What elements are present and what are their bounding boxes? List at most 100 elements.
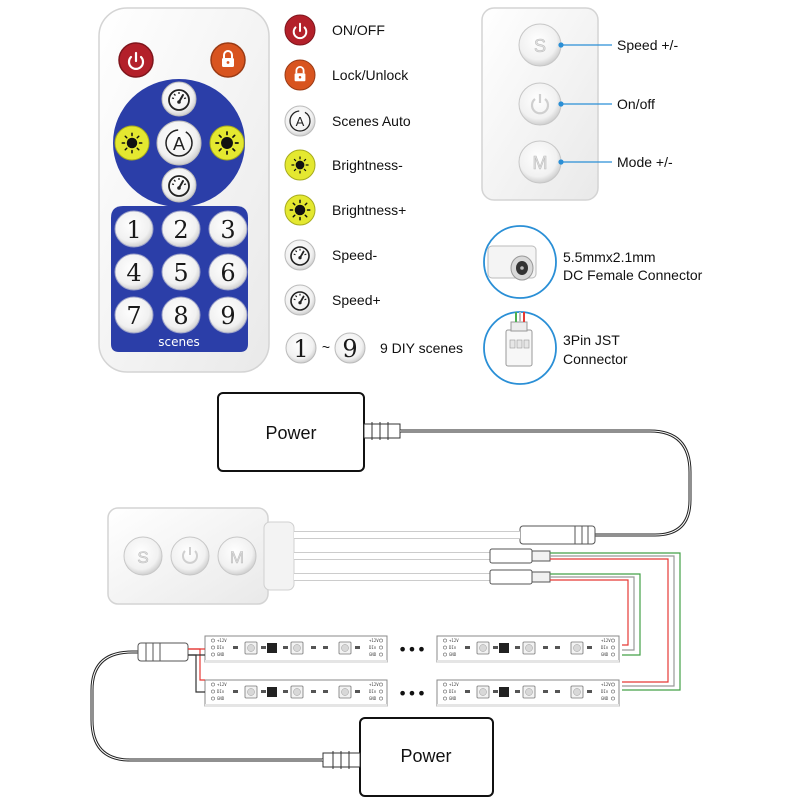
number-key-5[interactable]: 5 — [161, 253, 201, 291]
legend-item-brightness-down: Brightness- — [284, 149, 403, 181]
legend-item-scenes-auto: A Scenes Auto — [284, 105, 411, 137]
unit-mode-button[interactable]: M — [217, 536, 257, 576]
remote-brightness-up-button[interactable] — [209, 125, 245, 161]
svg-text:9: 9 — [220, 302, 235, 330]
unit-speed-button[interactable]: S — [123, 536, 163, 576]
keypad-caption: scenes — [158, 335, 199, 349]
legend-label: Lock/Unlock — [332, 67, 409, 83]
svg-text:DIn: DIn — [369, 645, 377, 650]
remote-speed-down-button[interactable] — [161, 81, 197, 117]
svg-text:1: 1 — [126, 216, 141, 244]
ic-chip — [267, 687, 277, 697]
power-supply-label: Power — [265, 423, 316, 443]
svg-text:A: A — [173, 134, 185, 154]
svg-text:M: M — [230, 548, 244, 567]
svg-text:+12V: +12V — [217, 682, 227, 687]
svg-text:GND: GND — [369, 652, 377, 657]
svg-text:+12V: +12V — [601, 638, 611, 643]
svg-text:GND: GND — [217, 652, 225, 657]
svg-text:DIn: DIn — [449, 645, 457, 650]
legend-label: Speed- — [332, 247, 377, 263]
strip-ellipsis: ••• — [398, 640, 426, 659]
svg-text:3: 3 — [220, 216, 235, 244]
power-supply-bottom: Power — [322, 717, 494, 797]
dc-connector-label-1: 5.5mmx2.1mm — [563, 249, 656, 265]
jst-connector-callout: 3Pin JST Connector — [483, 311, 628, 385]
svg-text:GND: GND — [601, 652, 609, 657]
jst-connector-icon — [505, 312, 533, 367]
legend-label: Speed+ — [332, 292, 381, 308]
remote-brightness-down-button[interactable] — [114, 125, 150, 161]
legend-item-speed-down: Speed- — [284, 239, 377, 271]
legend-label: Brightness+ — [332, 202, 406, 218]
svg-text:A: A — [296, 114, 305, 129]
button-legend: ON/OFF Lock/Unlock A Scenes Auto Brightn… — [284, 14, 463, 364]
auto-scenes-icon: A — [165, 129, 193, 157]
mode-callout-label: Mode +/- — [617, 154, 673, 170]
controller-mode-button[interactable]: M — [518, 140, 562, 184]
svg-text:2: 2 — [173, 216, 188, 244]
remote-auto-button[interactable]: A — [156, 120, 202, 166]
callout-lines — [558, 42, 612, 165]
strip-ellipsis: ••• — [398, 684, 426, 703]
svg-text:+12V: +12V — [601, 682, 611, 687]
auto-scenes-icon: A — [289, 110, 311, 132]
bottom-power-wires — [188, 648, 205, 693]
number-key-7[interactable]: 7 — [114, 296, 154, 334]
svg-text:+12V: +12V — [217, 638, 227, 643]
svg-text:DIn: DIn — [601, 689, 609, 694]
brightness-up-icon — [289, 199, 311, 221]
number-key-9[interactable]: 9 — [208, 296, 248, 334]
brightness-down-icon — [291, 156, 309, 174]
number-key-8[interactable]: 8 — [161, 296, 201, 334]
svg-text:6: 6 — [220, 259, 235, 287]
svg-text:DIn: DIn — [369, 689, 377, 694]
svg-text:+12V: +12V — [449, 682, 459, 687]
jst-connector-label-1: 3Pin JST — [563, 332, 620, 348]
legend-item-lock: Lock/Unlock — [284, 59, 409, 91]
legend-item-diy-scenes: 1 ~ 9 9 DIY scenes — [285, 332, 463, 364]
unit-power-button[interactable] — [170, 536, 210, 576]
number-key-3[interactable]: 3 — [208, 210, 248, 248]
jst-plugs — [489, 548, 551, 585]
power-cable-top-inner — [400, 430, 691, 536]
brightness-down-icon — [121, 132, 143, 154]
remote-lock-button[interactable] — [210, 42, 246, 78]
brightness-up-icon — [215, 131, 239, 155]
ic-chip — [267, 643, 277, 653]
power-icon — [182, 547, 198, 564]
controller-speed-button[interactable]: S — [518, 23, 562, 67]
svg-text:S: S — [534, 36, 546, 56]
svg-text:8: 8 — [173, 302, 188, 330]
svg-text:+12V: +12V — [369, 638, 379, 643]
dc-connector-callout: 5.5mmx2.1mm DC Female Connector — [483, 225, 703, 299]
svg-text:DIn: DIn — [217, 689, 225, 694]
controller-cables — [294, 531, 520, 581]
legend-item-on-off: ON/OFF — [284, 14, 385, 46]
remote-power-button[interactable] — [118, 42, 154, 78]
number-key-1[interactable]: 1 — [114, 210, 154, 248]
jst-connector-label-2: Connector — [563, 351, 628, 367]
svg-text:7: 7 — [126, 302, 141, 330]
svg-text:M: M — [533, 153, 548, 173]
power-icon — [530, 94, 550, 115]
legend-label: Brightness- — [332, 157, 403, 173]
svg-text:4: 4 — [126, 259, 141, 287]
svg-text:GND: GND — [601, 696, 609, 701]
controller-power-button[interactable] — [518, 82, 562, 126]
remote-speed-up-button[interactable] — [161, 167, 197, 203]
ic-chip — [499, 643, 509, 653]
svg-text:+12V: +12V — [369, 682, 379, 687]
ic-chip — [499, 687, 509, 697]
legend-item-speed-up: Speed+ — [284, 284, 381, 316]
number-key-4[interactable]: 4 — [114, 253, 154, 291]
number-key-2[interactable]: 2 — [161, 210, 201, 248]
controller-detail: S M Speed +/- On/off Mode +/- — [481, 7, 678, 201]
number-key-6[interactable]: 6 — [208, 253, 248, 291]
